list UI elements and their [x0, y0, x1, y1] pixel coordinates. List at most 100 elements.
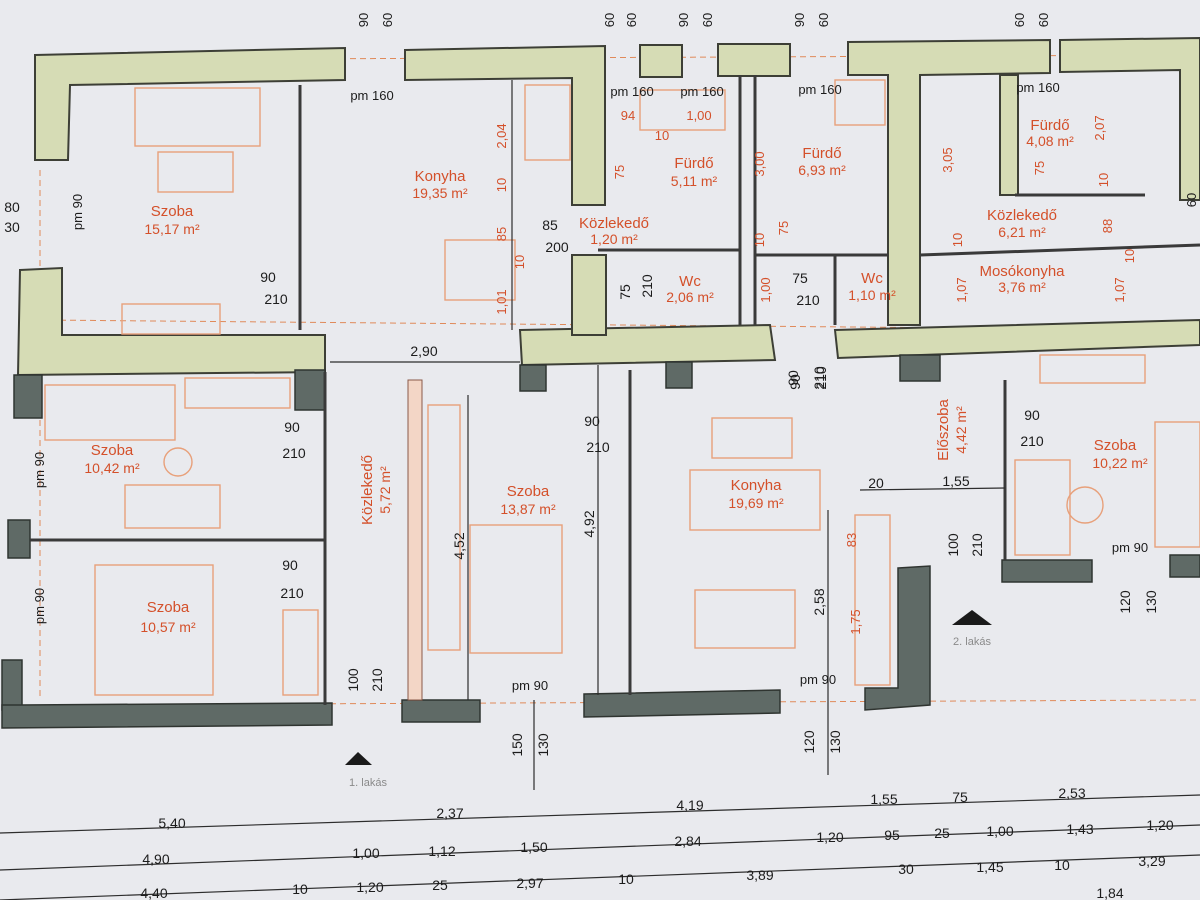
dim-chain-value: 1,20	[356, 879, 383, 895]
dimension-lines	[0, 80, 1200, 900]
dim-chain-value: 2,84	[674, 833, 701, 849]
door-height: 210	[264, 291, 288, 307]
room-name: Előszoba	[935, 398, 952, 460]
door-width: 90	[584, 413, 600, 429]
room-name: Szoba	[1094, 437, 1137, 454]
dim-value: 1,55	[942, 473, 969, 489]
door-height: 200	[545, 239, 569, 255]
door-height: 210	[369, 668, 385, 692]
dim-chain-value: 95	[884, 827, 900, 843]
dim-chain-value: 1,45	[976, 859, 1003, 875]
top-mark: 60	[1184, 193, 1199, 207]
window-mark: 120	[1117, 590, 1133, 614]
window-mark: 80	[4, 199, 20, 215]
dim-chain-value: 1,84	[1096, 885, 1123, 900]
room-name: Szoba	[507, 483, 550, 500]
dim-chain-value: 4,90	[142, 851, 169, 867]
walls	[16, 36, 1200, 377]
room-area: 19,69 m²	[728, 495, 784, 511]
door-height: 210	[280, 585, 304, 601]
room-area: 5,11 m²	[671, 173, 718, 189]
door-labels: 90 210 90 210 90 210 90 210 90 210 85 20…	[260, 217, 1044, 692]
room-area: 5,72 m²	[377, 466, 393, 514]
room-name: Fürdő	[674, 155, 713, 172]
parapet-label: pm 160	[680, 84, 723, 99]
dim-value: 75	[612, 165, 627, 179]
top-mark: 60	[624, 13, 639, 27]
room-name: Közlekedő	[579, 215, 649, 232]
dim-value: 10	[950, 233, 965, 247]
window-mark: 30	[4, 219, 20, 235]
dim-chain-value: 4,19	[676, 797, 703, 813]
dim-chain-value: 10	[618, 871, 634, 887]
dim-value: 2,07	[1092, 115, 1107, 140]
parapet-label: pm 90	[32, 452, 47, 488]
room-area: 10,57 m²	[140, 619, 196, 635]
dim-chain-value: 10	[292, 881, 308, 897]
dim-value: 94	[621, 108, 635, 123]
dim-value: 1,00	[758, 277, 773, 302]
room-name: Szoba	[91, 442, 134, 459]
top-marks: 90 60 60 60 90 60 90 60 60 60 60	[356, 13, 1199, 207]
door-width: 75	[792, 270, 808, 286]
room-area: 10,22 m²	[1092, 455, 1148, 471]
parapet-label: pm 90	[32, 588, 47, 624]
dim-chain-value: 25	[432, 877, 448, 893]
door-width: 90	[787, 374, 803, 390]
dim-value: 3,05	[940, 147, 955, 172]
top-mark: 60	[816, 13, 831, 27]
room-area: 4,42 m²	[953, 406, 969, 454]
window-marks: 80 30 150 130 120 130 120 130 90 210	[4, 199, 1159, 757]
dim-chain-value: 3,89	[746, 867, 773, 883]
entry-label: 1. lakás	[349, 777, 387, 789]
pillars	[1, 354, 1200, 729]
dim-chain-value: 2,53	[1058, 785, 1085, 801]
parapet-label: pm 160	[350, 88, 393, 103]
window-mark: 130	[1143, 590, 1159, 614]
dim-value: 10	[655, 128, 669, 143]
dim-chain-value: 5,40	[158, 815, 185, 831]
parapet-labels: pm 160 pm 160 pm 160 pm 160 pm 160 pm 90…	[32, 80, 1148, 693]
room-name: Konyha	[415, 168, 467, 185]
parapet-label: pm 90	[1112, 540, 1148, 555]
inner-dimensions: 2,04 1,01 10 85 10 2,90 4,52 4,92 2,58 1…	[410, 108, 1137, 635]
dim-value: 4,52	[451, 532, 467, 559]
dim-value: 10	[494, 178, 509, 192]
dim-chain-value: 1,50	[520, 839, 547, 855]
dim-value: 85	[494, 227, 509, 241]
dim-value: 10	[752, 233, 767, 247]
window-mark: 120	[801, 730, 817, 754]
room-area: 19,35 m²	[412, 185, 468, 201]
dim-value: 10	[1096, 173, 1111, 187]
dim-value: 88	[1100, 219, 1115, 233]
dim-chain-value: 1,00	[352, 845, 379, 861]
dim-chain-value: 1,43	[1066, 821, 1093, 837]
bottom-dimension-row-3: 4,40 10 1,20 25 2,97 10 3,89 30 1,45 10 …	[140, 853, 1165, 900]
dim-chain-value: 1,20	[816, 829, 843, 845]
dim-chain-value: 75	[952, 789, 968, 805]
window-mark: 150	[509, 733, 525, 757]
dim-value: 2,90	[410, 343, 437, 359]
parapet-label: pm 90	[70, 194, 85, 230]
entry-arrow-1	[345, 752, 372, 765]
dim-value: 4,92	[581, 510, 597, 537]
door-width: 90	[1024, 407, 1040, 423]
dim-value: 1,07	[954, 277, 969, 302]
room-name: Fürdő	[1030, 117, 1069, 134]
dim-value: 1,00	[686, 108, 711, 123]
dim-chain-value: 2,37	[436, 805, 463, 821]
entry-arrows	[345, 610, 992, 765]
parapet-label: pm 90	[512, 678, 548, 693]
door-height: 210	[813, 366, 829, 390]
entry-label: 2. lakás	[953, 636, 991, 648]
door-height: 210	[969, 533, 985, 557]
room-name: Wc	[861, 270, 883, 287]
parapet-label: pm 90	[800, 672, 836, 687]
room-area: 6,21 m²	[998, 224, 1046, 240]
parapet-label: pm 160	[610, 84, 653, 99]
dim-chain-value: 4,40	[140, 885, 167, 900]
window-mark: 210	[811, 366, 827, 390]
dim-chain-value: 2,97	[516, 875, 543, 891]
door-height: 210	[282, 445, 306, 461]
window-mark: 130	[535, 733, 551, 757]
